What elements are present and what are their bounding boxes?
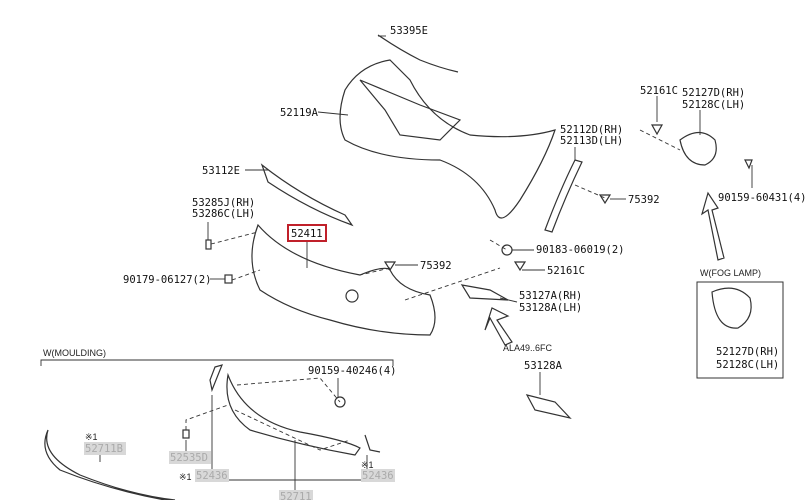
- part-52436-left: [209, 364, 224, 393]
- label-53127A[interactable]: 53127A(RH): [519, 290, 582, 302]
- part-53395E-trim: [377, 34, 459, 73]
- label-52711B[interactable]: 52711B: [85, 443, 123, 455]
- highlight-box-52411: [287, 224, 327, 242]
- note-mark-3: ※1: [361, 460, 374, 470]
- part-52112D-liner: [544, 159, 583, 233]
- label-53112E[interactable]: 53112E: [202, 165, 240, 177]
- label-52128C-a[interactable]: 52128C(LH): [682, 99, 745, 111]
- part-fog-bracket: [679, 131, 717, 166]
- label-52535D[interactable]: 52535D: [170, 452, 208, 464]
- label-52711[interactable]: 52711: [280, 491, 312, 500]
- label-90179-06127[interactable]: 90179-06127(2): [123, 274, 212, 286]
- label-52436-b[interactable]: 52436: [362, 470, 394, 482]
- label-53128A[interactable]: 53128A: [524, 360, 563, 372]
- label-52128C-b[interactable]: 52128C(LH): [716, 359, 779, 371]
- part-53285J-clip: [205, 239, 212, 250]
- label-90159-60431[interactable]: 90159-60431(4): [718, 192, 807, 204]
- part-52535D-clip: [182, 429, 190, 439]
- label-75392-b[interactable]: 75392: [628, 194, 660, 206]
- label-53286C[interactable]: 53286C(LH): [192, 208, 255, 220]
- assembly-lines: [185, 129, 681, 451]
- part-90179-clip: [224, 274, 233, 284]
- note-mark-2: ※1: [179, 472, 192, 482]
- note-mark-1: ※1: [85, 432, 98, 442]
- moulding-bracket: [40, 359, 394, 366]
- part-52711B-moulding: [44, 429, 176, 500]
- part-52711-moulding: [226, 372, 361, 456]
- moulding-caption: W(MOULDING): [43, 348, 106, 358]
- part-52161C-clip-a: [513, 261, 527, 272]
- arrow-53127A: [484, 307, 513, 346]
- part-75392-clip-b: [598, 194, 612, 205]
- label-53395E[interactable]: 53395E: [390, 25, 428, 37]
- label-52113D[interactable]: 52113D(LH): [560, 135, 623, 147]
- part-53112E-grille: [260, 163, 354, 227]
- part-90159-40246-nut: [334, 396, 346, 408]
- part-52436-right: [364, 434, 381, 453]
- label-52436-a[interactable]: 52436: [196, 470, 228, 482]
- part-52119A-upper-bumper: [339, 59, 556, 219]
- label-52161C-b[interactable]: 52161C: [640, 85, 678, 97]
- part-52119A-grille-opening: [359, 79, 462, 141]
- label-90159-40246[interactable]: 90159-40246(4): [308, 365, 397, 377]
- part-52411-fog-hole: [345, 289, 359, 303]
- label-52127D-b[interactable]: 52127D(RH): [716, 346, 779, 358]
- part-53127A-cover: [460, 284, 509, 301]
- label-52161C-a[interactable]: 52161C: [547, 265, 585, 277]
- label-ala: ALA49..6FC: [503, 343, 553, 353]
- part-drawings: [44, 34, 753, 500]
- part-90159-60431-bolt: [744, 159, 753, 170]
- part-fog-bracket-inset: [711, 287, 752, 329]
- label-53128A-lh[interactable]: 53128A(LH): [519, 302, 582, 314]
- arrow-fog: [700, 191, 725, 261]
- part-52161C-clip-b: [650, 124, 664, 136]
- label-52411[interactable]: 52411: [291, 228, 323, 240]
- part-53128A-cover: [525, 394, 572, 420]
- part-75392-clip-a: [383, 261, 397, 272]
- label-75392-a[interactable]: 75392: [420, 260, 452, 272]
- label-52112D[interactable]: 52112D(RH): [560, 124, 623, 136]
- label-52127D-a[interactable]: 52127D(RH): [682, 87, 745, 99]
- label-90183-06019[interactable]: 90183-06019(2): [536, 244, 625, 256]
- label-52119A[interactable]: 52119A: [280, 107, 319, 119]
- fog-lamp-caption: W(FOG LAMP): [700, 268, 761, 278]
- fog-lamp-box: [696, 281, 784, 379]
- part-52411-lower-bumper: [251, 223, 436, 336]
- label-53285J[interactable]: 53285J(RH): [192, 197, 255, 209]
- part-labels: 53395E 52119A 53112E 53285J(RH) 53286C(L…: [43, 25, 807, 500]
- part-90183-nut: [501, 244, 513, 256]
- leader-lines: [40, 35, 784, 490]
